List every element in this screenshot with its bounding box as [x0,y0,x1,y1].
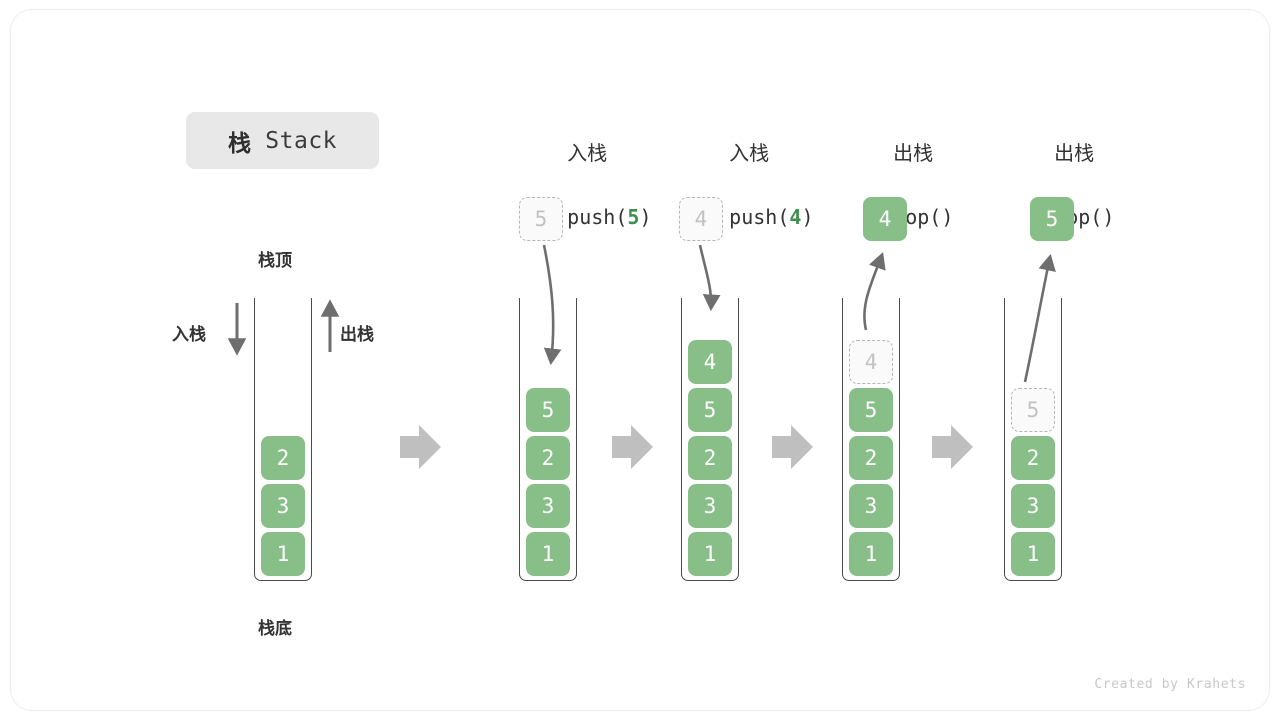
title-en [251,128,265,154]
stack-cell: 3 [261,484,305,528]
label-stack-bottom: 栈底 [258,619,292,639]
stack-cell: 5 [849,388,893,432]
stack-cell: 3 [849,484,893,528]
float-box-push-4: 4 [679,197,723,241]
stack-wall [1004,298,1062,581]
label-push-side: 入栈 [172,325,206,345]
op-code-push-4-suffix: ) [801,205,814,229]
stack-cell: 2 [1011,436,1055,480]
stack-cell: 1 [261,532,305,576]
op-code-pop-2-suffix: ) [1102,205,1115,229]
op-label-pop-1: 出栈 pop() [845,105,953,265]
stack-cell: 2 [526,436,570,480]
op-cn-pop-1: 出栈 [893,141,934,165]
stack-cell: 1 [688,532,732,576]
float-box-push-5: 5 [519,197,563,241]
op-code-push-5-prefix: push( [567,205,628,229]
stack-cell: 1 [1011,532,1055,576]
credit-text: Created by Krahets [1094,677,1246,692]
stack-wall [519,298,577,581]
op-code-push-4-num: 4 [789,205,802,229]
stack-cell: 5 [526,388,570,432]
stack-cell: 3 [1011,484,1055,528]
float-box-pop-1: 4 [863,197,907,241]
op-code-push-5-suffix: ) [639,205,652,229]
op-label-push-4: 入栈 push(4) [681,105,813,265]
op-label-push-5: 入栈 push(5) [519,105,651,265]
op-code-pop-1-suffix: ) [941,205,954,229]
stack-cell: 3 [526,484,570,528]
op-cn-push-5: 入栈 [567,141,608,165]
stack-cell: 2 [849,436,893,480]
stack-cell: 4 [688,340,732,384]
stack-cell: 2 [688,436,732,480]
label-pop-side: 出栈 [340,325,374,345]
op-cn-push-4: 入栈 [729,141,770,165]
title-en-text: Stack [265,127,338,154]
stack-cell: 5 [688,388,732,432]
stack-wall [254,298,312,581]
title-cn: 栈 [227,130,251,157]
op-code-push-5-num: 5 [627,205,640,229]
op-code-push-4-prefix: push( [729,205,790,229]
op-label-pop-2: 出栈 pop() [1006,105,1114,265]
stack-cell: 2 [261,436,305,480]
stack-cell: 1 [526,532,570,576]
label-stack-top: 栈顶 [258,251,292,271]
op-cn-pop-2: 出栈 [1054,141,1095,165]
title-badge: 栈 Stack [186,112,379,169]
stack-cell-ghost: 5 [1011,388,1055,432]
stack-cell-ghost: 4 [849,340,893,384]
stack-cell: 3 [688,484,732,528]
stack-wall [681,298,739,581]
stack-wall [842,298,900,581]
float-box-pop-2: 5 [1030,197,1074,241]
stack-cell: 1 [849,532,893,576]
